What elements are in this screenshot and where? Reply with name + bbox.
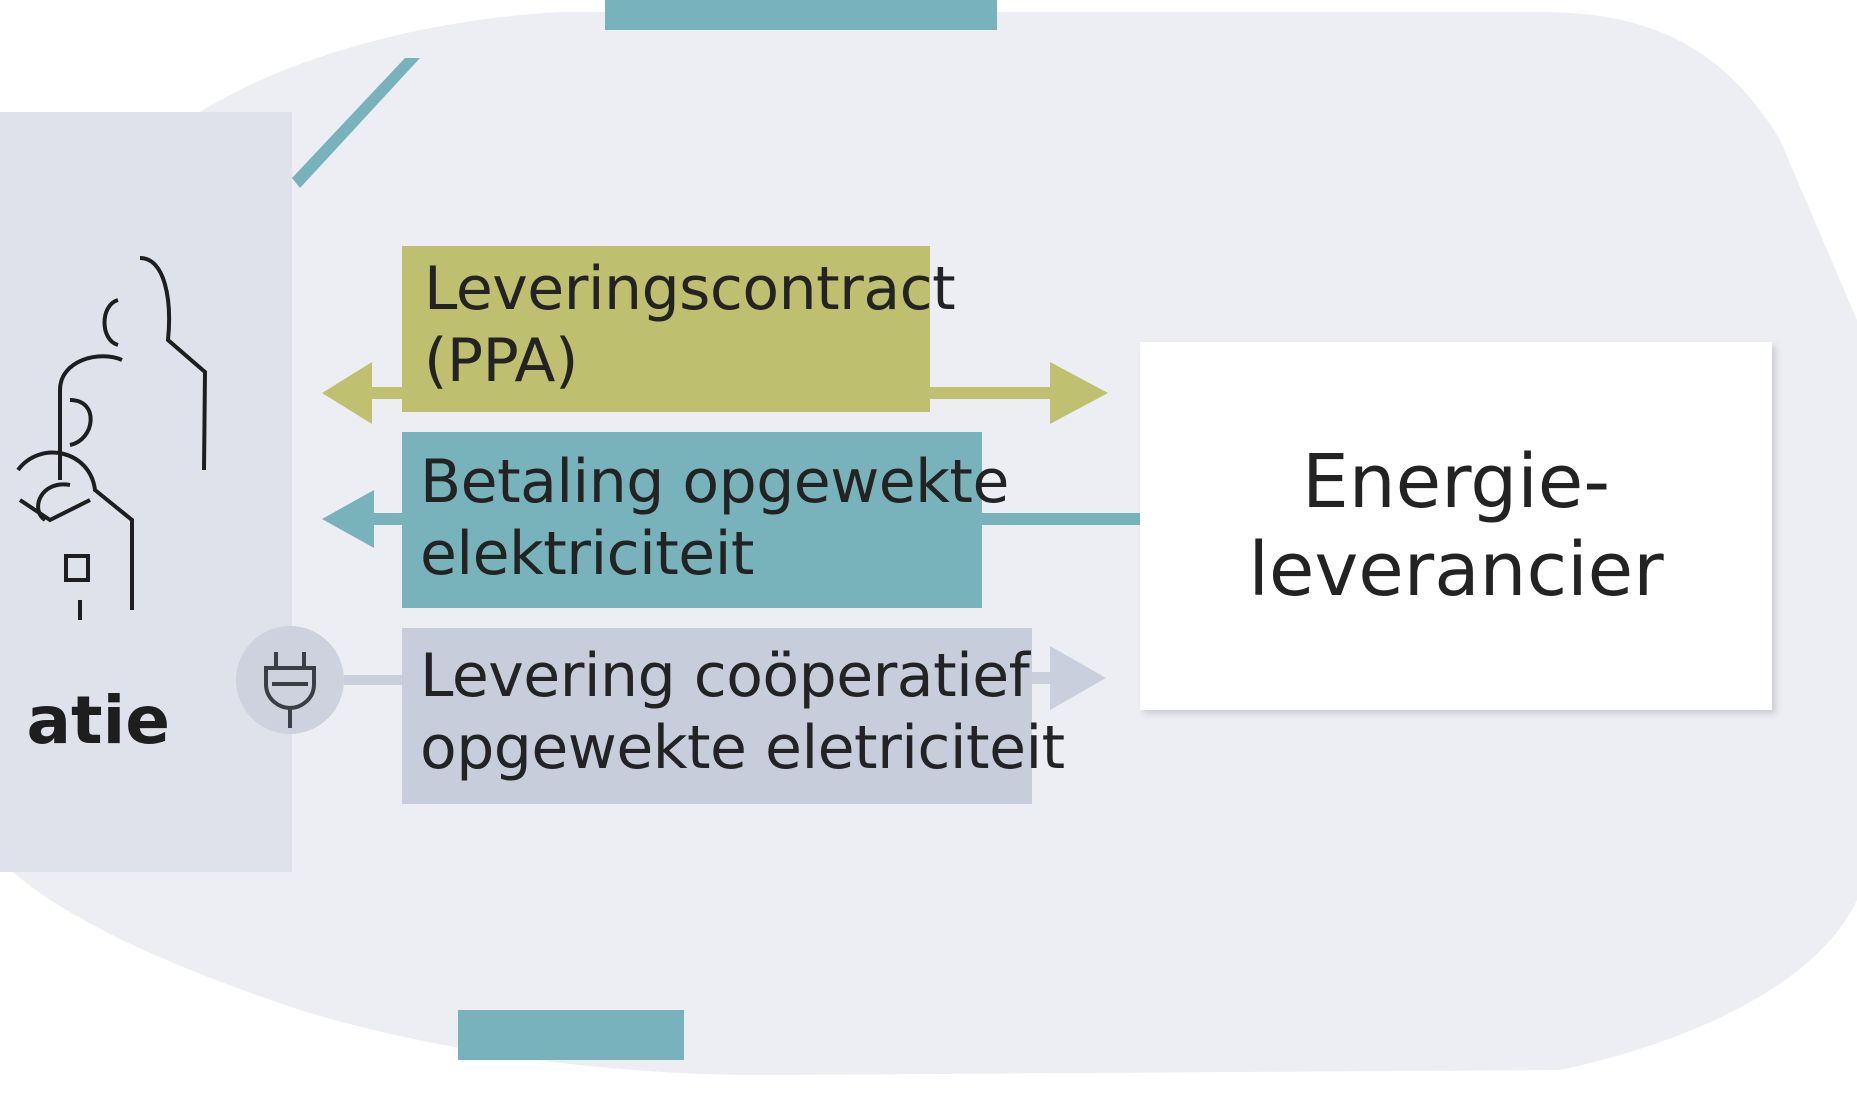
organisation-label: atie [26,685,170,757]
flow-label-payment-line1: Betaling opgewekte [420,447,1009,517]
flow-box-contract [402,246,930,412]
plug-icon [236,626,344,734]
top-teal-bar [605,0,997,30]
bottom-teal-bar [458,1010,684,1060]
energy-supplier-label-line1: Energie- [1301,439,1611,525]
flow-box-payment [402,432,982,608]
flow-label-delivery: Levering coöperatief opgewekte eletricit… [420,640,1065,784]
flow-label-payment: Betaling opgewekte elektriciteit [420,446,1009,590]
flow-label-contract-line2: (PPA) [424,326,578,396]
top-teal-diagonal [292,58,420,188]
flow-label-payment-line2: elektriciteit [420,519,754,589]
flow-label-delivery-line1: Levering coöperatief [420,641,1030,711]
energy-supplier-label-line2: leverancier [1248,527,1664,613]
flow-label-contract: Leveringscontract (PPA) [424,253,956,397]
energy-supplier-box: Energie- leverancier [1140,342,1772,710]
energy-supplier-label: Energie- leverancier [1248,438,1663,614]
flow-box-delivery [402,628,1032,804]
flow-label-delivery-line2: opgewekte eletriciteit [420,713,1065,783]
organisation-panel [0,112,292,872]
people-icon [16,256,208,620]
flow-arrow-delivery [1020,646,1106,710]
flow-label-contract-line1: Leveringscontract [424,254,956,324]
